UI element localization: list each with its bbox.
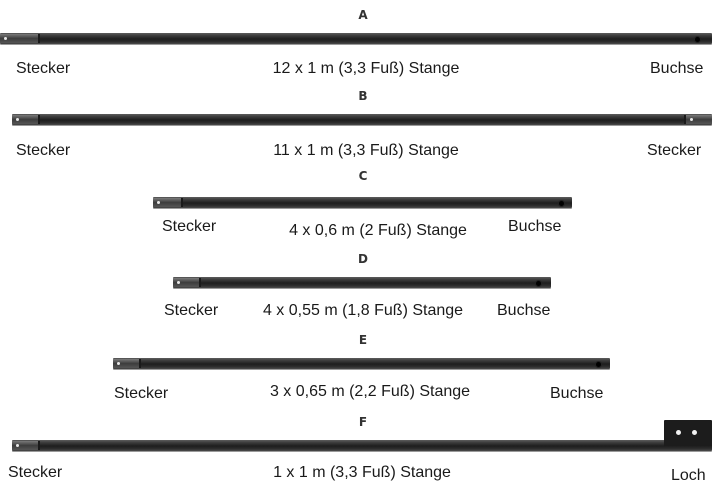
rod-b-letter: B [358, 89, 368, 103]
rod-e-plug-end [113, 359, 141, 368]
rod-b-bar [12, 114, 712, 125]
rod-b-right-label: Stecker [647, 142, 702, 159]
rod-b-plug-end-left [12, 115, 40, 124]
rod-b-plug-end-right [684, 115, 712, 124]
rod-c-letter: C [358, 169, 368, 183]
rod-e-right-label: Buchse [550, 385, 604, 402]
rod-c-left-label: Stecker [162, 218, 217, 235]
rod-c-socket-hole [558, 200, 565, 207]
rod-a-letter: A [358, 8, 368, 22]
rod-e-left-label: Stecker [114, 385, 169, 402]
rod-a-left-label: Stecker [16, 60, 71, 77]
rod-b-center-label: 11 x 1 m (3,3 Fuß) Stange [273, 142, 459, 159]
rod-f-left-label: Stecker [8, 464, 63, 481]
rod-a-right-label: Buchse [650, 60, 704, 77]
rod-c-center-label: 4 x 0,6 m (2 Fuß) Stange [289, 222, 467, 239]
rod-f-hole-2 [692, 430, 697, 435]
rod-e-center-label: 3 x 0,65 m (2,2 Fuß) Stange [269, 383, 471, 400]
rod-f-hole-1 [676, 430, 681, 435]
rod-f-hole-plate [664, 420, 712, 446]
rod-b-left-label: Stecker [16, 142, 71, 159]
rod-f-plug-end [12, 441, 40, 450]
rod-d-left-label: Stecker [164, 302, 219, 319]
rod-c-plug-end [153, 198, 183, 207]
rod-e-socket-hole [595, 361, 602, 368]
rod-d-socket-hole [535, 280, 542, 287]
rod-c-bar [153, 197, 572, 208]
rod-e-bar [113, 358, 610, 369]
rod-f-right-label: Loch [671, 467, 706, 484]
rod-d-plug-end [173, 278, 201, 287]
rod-d-bar [173, 277, 551, 288]
rod-f-bar [12, 440, 712, 451]
rod-c-right-label: Buchse [508, 218, 562, 235]
rod-d-letter: D [358, 252, 368, 266]
rod-a-plug-end [0, 34, 40, 43]
rod-d-right-label: Buchse [497, 302, 551, 319]
rod-a-bar [0, 33, 712, 44]
rod-a-socket-hole [694, 36, 701, 43]
rod-f-letter: F [358, 415, 368, 429]
rod-d-center-label: 4 x 0,55 m (1,8 Fuß) Stange [262, 302, 464, 319]
rod-f-center-label: 1 x 1 m (3,3 Fuß) Stange [273, 464, 451, 481]
rod-e-letter: E [358, 333, 368, 347]
rod-a-center-label: 12 x 1 m (3,3 Fuß) Stange [272, 60, 460, 77]
